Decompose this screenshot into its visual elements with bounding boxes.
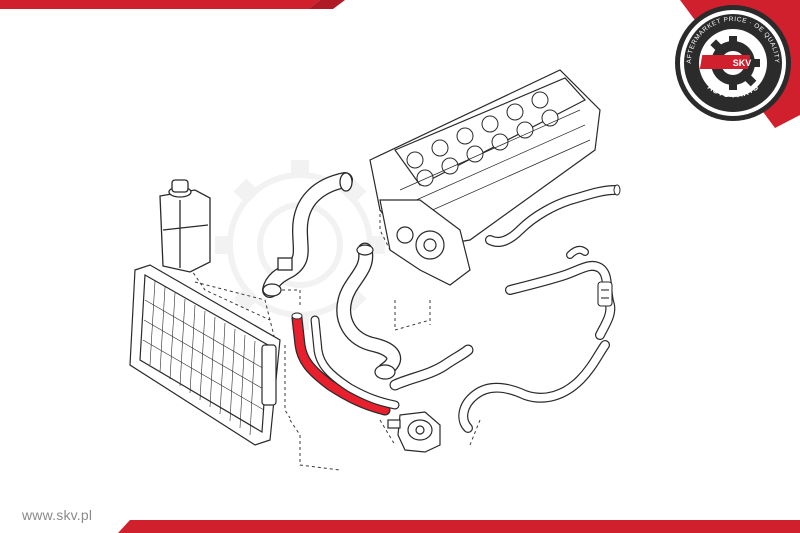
website-url[interactable]: www.skv.pl [22, 507, 93, 523]
engine-cylinder-head [369, 69, 601, 286]
middle-coolant-hose [336, 242, 402, 380]
highlighted-coolant-hose [291, 312, 391, 416]
water-pump [387, 411, 441, 453]
hose-connector [597, 281, 613, 307]
badge-center-text: SKV [733, 58, 752, 68]
parallel-hose [310, 315, 400, 410]
bypass-hose [389, 344, 474, 391]
lower-return-hose [458, 340, 610, 433]
expansion-tank [159, 179, 211, 273]
radiator [129, 264, 281, 446]
heater-hose-assembly [505, 245, 616, 340]
upper-radiator-hose [262, 172, 353, 298]
bottom-red-bar [118, 520, 800, 533]
top-red-bar [0, 0, 345, 9]
upper-heater-pipe [485, 184, 621, 247]
skv-auto-parts-badge: SKV AFTERMARKET PRICE · OE QUALITY AUTO … [675, 0, 800, 128]
